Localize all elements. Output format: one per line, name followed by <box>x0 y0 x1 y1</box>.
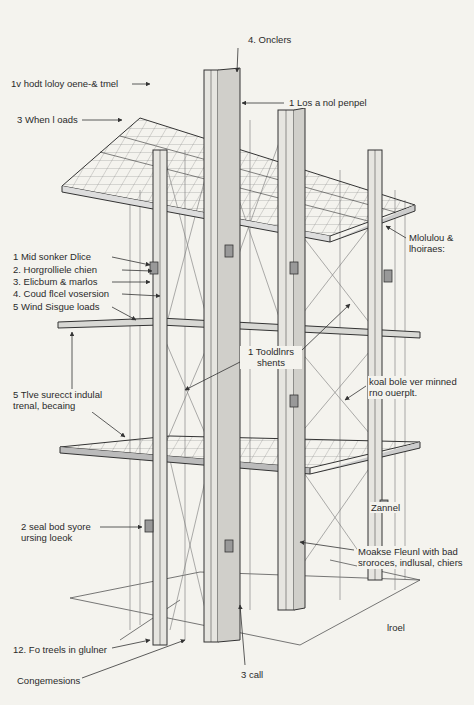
callout-label: Congemesions <box>16 675 81 686</box>
steel-column <box>160 70 375 645</box>
column-bracket <box>145 520 153 532</box>
leader-line <box>82 120 122 121</box>
callout-label: 5 Tlve surecct indulal trenal, becaing <box>12 389 119 412</box>
leader-line <box>185 362 240 390</box>
lower-deck <box>310 442 420 474</box>
column-bracket <box>225 245 233 257</box>
leader-line <box>240 605 245 665</box>
leader-line <box>122 294 160 296</box>
callout-label: koal bole ver minned rno ouerplt. <box>368 376 468 399</box>
cross-bracing <box>165 340 210 445</box>
leader-line <box>237 48 238 72</box>
callout-label: Moakse Fleunl with bad sroroces, indlusa… <box>357 546 470 569</box>
callout-label: Mlolulou & lhoiraes: <box>408 232 470 255</box>
callout-label: 4. Onclers <box>247 34 292 45</box>
callout-label: 1 Los a nol penpel <box>288 97 368 108</box>
column-bracket <box>290 395 298 407</box>
leader-line <box>242 103 284 104</box>
top-deck <box>100 136 395 222</box>
leader-line <box>122 270 152 271</box>
column-bracket <box>145 245 392 552</box>
leader-line <box>300 542 354 550</box>
leader-line <box>92 412 125 437</box>
leader-line <box>72 48 406 678</box>
leader-line <box>100 527 142 528</box>
column-bracket <box>150 262 158 274</box>
callout-label: lroel <box>386 622 406 633</box>
leader-line <box>386 226 406 238</box>
leader-line <box>112 282 150 283</box>
leader-line <box>112 257 150 265</box>
callout-label: 2 seal bod syore ursing loeok <box>20 521 100 544</box>
column-bracket <box>225 540 233 552</box>
steel-column <box>153 68 382 645</box>
callout-label: 3 call <box>240 669 264 680</box>
callout-label: Zannel <box>370 502 401 513</box>
callout-label: 2. Horgrolliele chien <box>12 264 98 275</box>
leader-line <box>302 304 350 350</box>
callout-label: 1 Tooldlnrs shents <box>240 346 302 369</box>
leader-line <box>132 84 150 85</box>
column-bracket <box>384 270 392 282</box>
leader-line <box>345 386 366 400</box>
callout-label: 3. Elicbum & marlos <box>12 276 98 287</box>
callout-label: 1v hodt loloy oene-& tmel <box>10 78 119 89</box>
callout-label: 12. Fo treels in glulner <box>12 644 108 655</box>
column-bracket <box>290 262 298 274</box>
leader-line <box>112 307 136 320</box>
ground-plane <box>70 572 420 645</box>
callout-label: 1 Mid sonker Dlice <box>12 251 92 262</box>
callout-label: 5 Wind Sisgue loads <box>12 301 101 312</box>
lower-deck <box>60 447 310 474</box>
callout-label: 3 When l oads <box>16 114 79 125</box>
callout-label: 4. Coud flcel vosersion <box>12 288 110 299</box>
steel-column <box>218 68 240 642</box>
leader-line <box>112 640 150 648</box>
cross-bracing <box>295 345 375 440</box>
